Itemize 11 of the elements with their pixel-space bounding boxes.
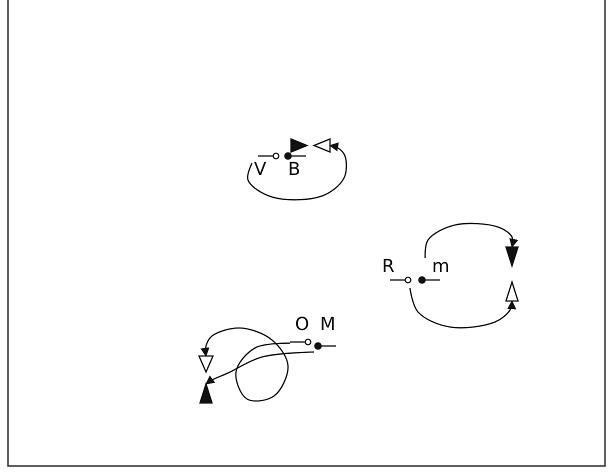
pin-label: R xyxy=(382,258,395,276)
arrow xyxy=(424,222,518,258)
arrow xyxy=(200,327,290,402)
arrow xyxy=(205,351,314,385)
arrow xyxy=(247,142,348,200)
pin-label: V xyxy=(254,161,266,179)
pin-label: m xyxy=(432,258,450,276)
pin-label: M xyxy=(320,316,336,334)
arrow xyxy=(409,288,516,328)
pin-label: O xyxy=(295,316,310,334)
pin-label: B xyxy=(288,161,300,179)
